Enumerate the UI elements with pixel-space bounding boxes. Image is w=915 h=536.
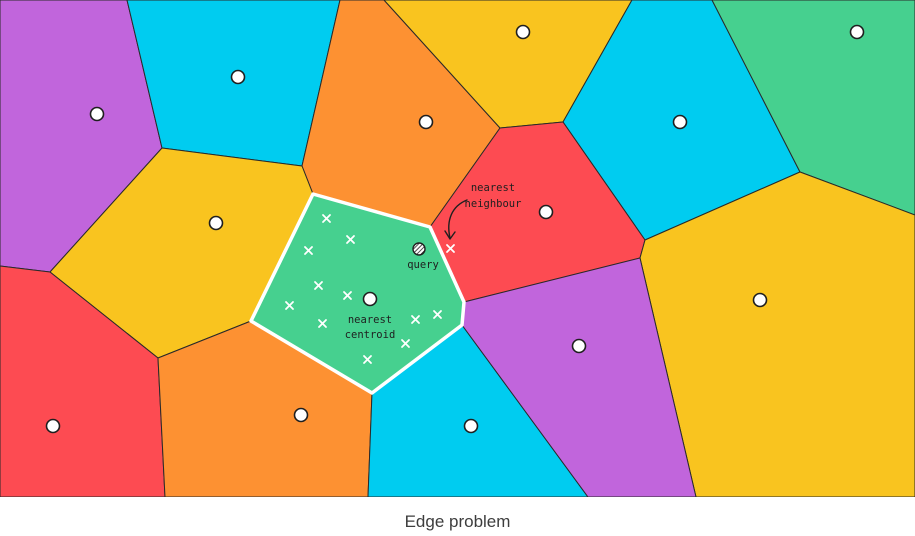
voronoi-svg: query nearest neighbour nearest centroid [0, 0, 915, 497]
centroid-marker [849, 24, 865, 40]
nearest-centroid-label-line2: centroid [345, 329, 396, 341]
centroid-marker [362, 291, 378, 307]
data-point-x [346, 235, 355, 244]
data-point-x [363, 355, 372, 364]
data-point-x [322, 214, 331, 223]
centroid-marker [515, 24, 531, 40]
data-point-x [343, 291, 352, 300]
centroid-marker [293, 407, 309, 423]
query-marker [412, 242, 426, 256]
cell-yellow-right [639, 171, 915, 497]
annotation-arrow [448, 199, 468, 239]
query-label: query [407, 259, 439, 271]
centroid-marker [752, 292, 768, 308]
annotation-arrowhead [444, 230, 456, 240]
data-point-x [304, 246, 313, 255]
nearest-neighbour-label-line1: nearest [471, 182, 515, 194]
centroid-marker [538, 204, 554, 220]
centroids [45, 24, 865, 434]
cell-green-nearest [249, 192, 466, 395]
data-point-x [433, 310, 442, 319]
query-point: query [407, 242, 439, 271]
nearest-neighbour-point [446, 244, 455, 253]
voronoi-cells [0, 0, 915, 497]
figure-caption: Edge problem [404, 512, 511, 531]
centroid-marker [45, 418, 61, 434]
data-point-x [314, 281, 323, 290]
centroid-marker [463, 418, 479, 434]
cell-green-top-right [711, 0, 915, 216]
centroid-marker [208, 215, 224, 231]
nearest-neighbour-annotation: nearest neighbour [444, 182, 522, 240]
centroid-marker [571, 338, 587, 354]
nearest-centroid-annotation: nearest centroid [345, 314, 396, 341]
centroid-marker [230, 69, 246, 85]
data-point-x [285, 301, 294, 310]
voronoi-diagram: query nearest neighbour nearest centroid [0, 0, 915, 497]
data-points [285, 214, 455, 364]
data-point-x [318, 319, 327, 328]
data-point-x [411, 315, 420, 324]
nearest-centroid-label-line1: nearest [348, 314, 392, 326]
centroid-marker [672, 114, 688, 130]
data-point-x [401, 339, 410, 348]
centroid-marker [89, 106, 105, 122]
nearest-neighbour-label-line2: neighbour [465, 198, 522, 210]
centroid-marker [418, 114, 434, 130]
